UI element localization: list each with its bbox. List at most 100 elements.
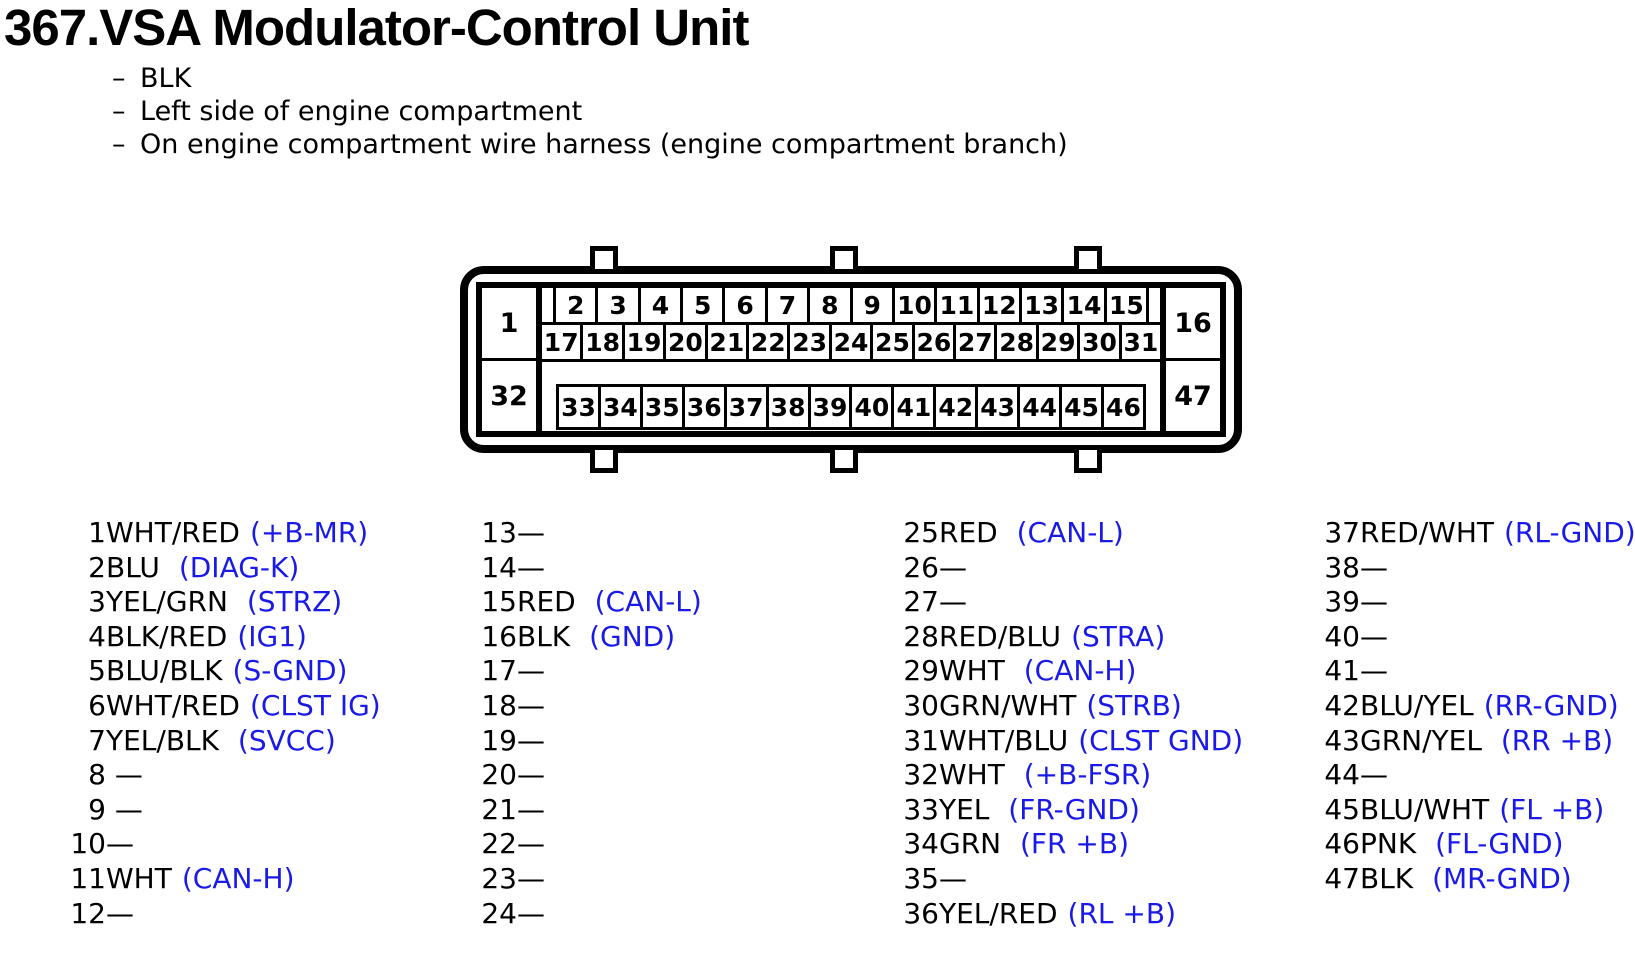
pin-number: 2 — [88, 550, 106, 584]
note-location: – Left side of engine compartment — [112, 95, 1068, 128]
connector-pin-cell-37: 37 — [723, 384, 769, 430]
connector-key-tab — [1074, 445, 1102, 473]
pinout-row-43: 43GRN/YEL (RR +B) — [1324, 724, 1635, 759]
wire-color: — — [106, 827, 134, 861]
pinout-row-24: 24— — [481, 897, 702, 932]
pinout-row-28: 28RED/BLU(STRA) — [903, 620, 1243, 655]
pinout-row-12: 12— — [70, 897, 381, 932]
wire-color: — — [517, 688, 545, 722]
wire-color: — — [517, 758, 545, 792]
pinout-row-30: 30GRN/WHT (STRB) — [903, 689, 1243, 724]
pin-number: 3 — [88, 585, 106, 619]
connector-pin-cell-42: 42 — [933, 384, 979, 430]
pinout-row-29: 29WHT (CAN-H) — [903, 654, 1243, 689]
pin-number: 18 — [481, 688, 517, 722]
pinout-row-46: 46PNK (FL-GND) — [1324, 827, 1635, 862]
pin-number: 1 — [88, 516, 106, 549]
pinout-row-35: 35— — [903, 862, 1243, 897]
pinout-row-20: 20— — [481, 758, 702, 793]
pin-number: 10 — [70, 827, 106, 861]
connector-pin-cell-21: 21 — [704, 322, 750, 362]
connector-pin-cell-3: 3 — [595, 285, 641, 325]
connector-pin-cell-34: 34 — [597, 384, 643, 430]
pin-number: 21 — [481, 792, 517, 826]
pinout-row-18: 18— — [481, 689, 702, 724]
signal-name: (MR-GND) — [1423, 861, 1572, 895]
wire-color: BLU — [106, 550, 160, 584]
pin-number: 44 — [1324, 758, 1360, 792]
wire-color: GRN/WHT — [939, 688, 1077, 722]
wire-color: GRN — [939, 827, 1002, 861]
signal-name: (IG1) — [237, 619, 307, 653]
wire-color: GRN/YEL — [1360, 723, 1482, 757]
signal-name: (CAN-H) — [1014, 654, 1137, 688]
connector-pin-cell-43: 43 — [975, 384, 1021, 430]
note-text: BLK — [140, 63, 192, 94]
pin-number: 34 — [903, 827, 939, 861]
connector-pin-cell-8: 8 — [807, 285, 853, 325]
pin-number: 7 — [88, 723, 106, 757]
wire-color: — — [517, 654, 545, 688]
connector-key-tab — [590, 445, 618, 473]
signal-name: (GND) — [580, 619, 676, 653]
connector-pin-cell-22: 22 — [746, 322, 791, 362]
wire-color: YEL/RED — [939, 896, 1058, 930]
wire-color: — — [1360, 585, 1388, 619]
note-text: On engine compartment wire harness (engi… — [140, 129, 1068, 160]
wire-color: RED — [517, 585, 576, 619]
signal-name: (CLST GND) — [1078, 723, 1244, 757]
connector-pin-cell-12: 12 — [976, 285, 1022, 325]
connector-pin-cell-44: 44 — [1017, 384, 1063, 430]
pinout-row-42: 42BLU/YEL(RR-GND) — [1324, 689, 1635, 724]
pin-number: 27 — [903, 585, 939, 619]
wire-color: PNK — [1360, 827, 1417, 861]
connector-pin-cell-24: 24 — [828, 322, 874, 362]
pin-number: 37 — [1324, 516, 1360, 549]
wire-color: RED/BLU — [939, 619, 1062, 653]
pin-number: 46 — [1324, 827, 1360, 861]
signal-name: (+B-FSR) — [1014, 758, 1152, 792]
signal-name: (SVCC) — [229, 723, 336, 757]
pin-number: 6 — [88, 688, 106, 722]
pinout-row-17: 17— — [481, 654, 702, 689]
pinout-row-19: 19— — [481, 724, 702, 759]
connector-pin-cell-45: 45 — [1059, 384, 1104, 430]
connector-pin-cell-39: 39 — [807, 384, 853, 430]
connector-key-tab — [830, 246, 858, 274]
pin-number: 38 — [1324, 550, 1360, 584]
connector-pin-cell-17: 17 — [539, 322, 584, 362]
bullet-dash: – — [112, 129, 126, 160]
connector-pin-cell-10: 10 — [891, 285, 938, 325]
pin-number: 15 — [481, 585, 517, 619]
pinout-column-2: 13—14—15RED (CAN-L)16BLK (GND)17—18—19—2… — [481, 516, 702, 932]
pin-number: 26 — [903, 550, 939, 584]
pin-number: 39 — [1324, 585, 1360, 619]
pinout-row-38: 38— — [1324, 551, 1635, 586]
wire-color: BLK/RED — [106, 619, 228, 653]
connector-pin-cell-25: 25 — [870, 322, 915, 362]
pin-number: 22 — [481, 827, 517, 861]
wire-color: — — [939, 585, 967, 619]
pinout-row-33: 33YEL (FR-GND) — [903, 793, 1243, 828]
connector-pin-cell-26: 26 — [911, 322, 957, 362]
pin-number: 4 — [88, 619, 106, 653]
pin-number: 17 — [481, 654, 517, 688]
connector-pin-cell-33: 33 — [556, 384, 601, 430]
location-notes: – BLK – Left side of engine compartment … — [112, 62, 1068, 161]
connector-pin-cell-46: 46 — [1100, 384, 1146, 430]
connector-pin-cell-31: 31 — [1118, 322, 1164, 362]
pinout-row-1: 1WHT/RED(+B-MR) — [70, 516, 381, 551]
connector-pin-cell-20: 20 — [663, 322, 708, 362]
signal-name: (FL +B) — [1499, 792, 1605, 826]
pin-number: 30 — [903, 688, 939, 722]
pin-number: 29 — [903, 654, 939, 688]
pinout-row-39: 39— — [1324, 585, 1635, 620]
signal-name: (STRB) — [1086, 688, 1182, 722]
connector-key-tab — [590, 246, 618, 274]
pinout-row-36: 36YEL/RED(RL +B) — [903, 897, 1243, 932]
connector-pin-cell-13: 13 — [1018, 285, 1065, 325]
pinout-row-10: 10— — [70, 827, 381, 862]
